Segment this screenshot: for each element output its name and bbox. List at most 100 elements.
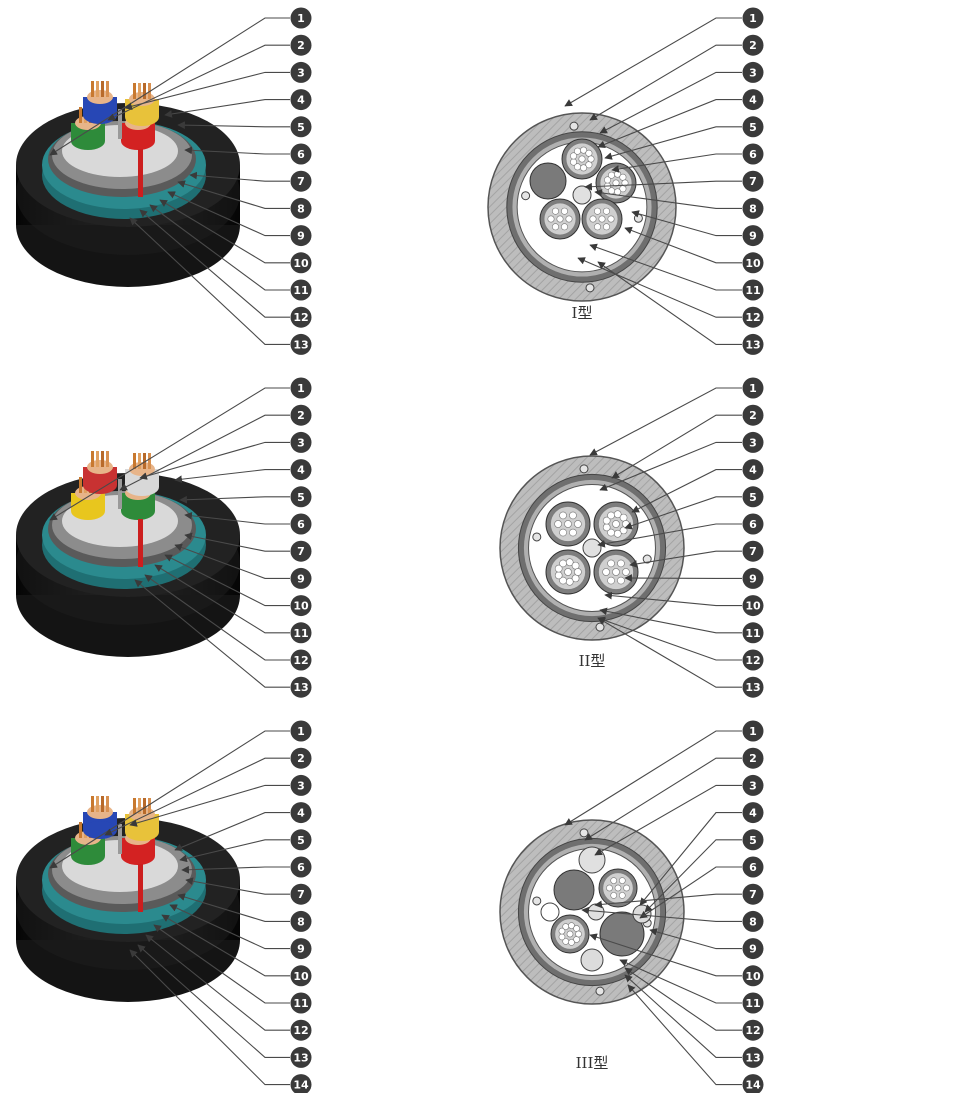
callout-section-9: 9 [743, 938, 764, 959]
callout-iso-1: 1 [291, 8, 312, 29]
optical-fibre [586, 150, 592, 156]
cross-section-1 [488, 113, 676, 301]
callout-section-4: 4 [743, 459, 764, 480]
callout-number: 8 [297, 915, 305, 928]
leader-line [590, 45, 742, 120]
optical-fibre [594, 224, 600, 230]
optical-fibre [557, 216, 563, 222]
optical-fibre [133, 83, 136, 99]
callout-number: 11 [293, 627, 308, 640]
optical-fibre [622, 568, 629, 575]
optical-fibre [564, 568, 571, 575]
callout-iso-10: 10 [291, 595, 312, 616]
callout-number: 5 [749, 834, 757, 847]
optical-fibre [143, 83, 146, 99]
optical-fibre [611, 892, 617, 898]
optical-fibre [606, 885, 612, 891]
callout-iso-6: 6 [291, 857, 312, 878]
callout-number: 14 [293, 1079, 309, 1092]
callout-iso-7: 7 [291, 171, 312, 192]
callout-iso-4: 4 [291, 459, 312, 480]
optical-fibre [560, 560, 567, 567]
optical-fibre [615, 885, 621, 891]
optical-fibre [617, 577, 624, 584]
ripcord [138, 519, 143, 567]
callout-number: 4 [297, 807, 305, 820]
callout-section-13: 13 [743, 677, 764, 698]
callout-number: 5 [297, 834, 305, 847]
callout-number: 9 [297, 572, 305, 585]
callout-number: 9 [297, 943, 305, 956]
callout-iso-9: 9 [291, 938, 312, 959]
optical-fibre [619, 892, 625, 898]
type-label: III型 [576, 1054, 609, 1072]
optical-fibre [620, 174, 626, 180]
callout-iso-7: 7 [291, 541, 312, 562]
callout-iso-11: 11 [291, 280, 312, 301]
optical-fibre [574, 520, 581, 527]
optical-fibre [555, 572, 562, 579]
callout-number: 5 [297, 121, 305, 134]
callout-number: 6 [297, 148, 305, 161]
callout-number: 7 [297, 545, 305, 558]
callout-number: 11 [293, 997, 308, 1010]
iso-cable-2 [16, 451, 240, 657]
optical-fibre [572, 562, 579, 569]
callout-number: 2 [297, 409, 305, 422]
loose-tube [83, 476, 117, 494]
callout-number: 7 [297, 888, 305, 901]
callout-section-7: 7 [743, 884, 764, 905]
callout-iso-5: 5 [291, 116, 312, 137]
callout-number: 3 [297, 779, 305, 792]
callout-iso-14: 14 [291, 1074, 312, 1093]
filler-rod [554, 870, 594, 910]
callout-iso-10: 10 [291, 252, 312, 273]
callout-number: 8 [297, 202, 305, 215]
callout-iso-9: 9 [291, 225, 312, 246]
filler-wire [634, 214, 642, 222]
optical-fibre [79, 107, 82, 123]
callout-number: 7 [749, 888, 757, 901]
callout-number: 6 [749, 518, 757, 531]
optical-fibre [612, 520, 619, 527]
callout-number: 12 [745, 654, 760, 667]
callout-section-12: 12 [743, 307, 764, 328]
callout-number: 12 [745, 1024, 760, 1037]
callout-number: 7 [749, 545, 757, 558]
callout-number: 1 [297, 725, 305, 738]
callout-number: 6 [749, 148, 757, 161]
callout-number: 4 [297, 94, 305, 107]
callout-section-11: 11 [743, 280, 764, 301]
optical-fibre [560, 529, 567, 536]
optical-fibre [579, 156, 585, 162]
callout-number: 9 [749, 230, 757, 243]
callout-number: 3 [297, 436, 305, 449]
leader-line [565, 18, 742, 106]
optical-fibre [567, 931, 573, 937]
optical-fibre [133, 453, 136, 469]
callout-number: 14 [745, 1079, 761, 1092]
optical-fibre [608, 577, 615, 584]
optical-fibre [79, 477, 82, 493]
callout-number: 1 [297, 382, 305, 395]
callout-number: 9 [297, 230, 305, 243]
optical-fibre [608, 216, 614, 222]
callout-number: 11 [745, 284, 760, 297]
optical-fibre [91, 81, 94, 97]
callout-number: 3 [749, 436, 757, 449]
callout-iso-12: 12 [291, 1020, 312, 1041]
optical-fibre [574, 568, 581, 575]
callout-section-2: 2 [743, 35, 764, 56]
optical-fibre [576, 931, 582, 937]
callout-section-1: 1 [743, 378, 764, 399]
callout-number: 5 [297, 491, 305, 504]
optical-fibre [138, 453, 141, 469]
optical-fibre [561, 208, 567, 214]
callout-number: 7 [749, 175, 757, 188]
loose-tube [71, 502, 105, 520]
callout-iso-9: 9 [291, 568, 312, 589]
optical-fibre [552, 208, 558, 214]
sheath-wire [580, 829, 588, 837]
callout-iso-12: 12 [291, 307, 312, 328]
callout-number: 13 [745, 681, 760, 694]
